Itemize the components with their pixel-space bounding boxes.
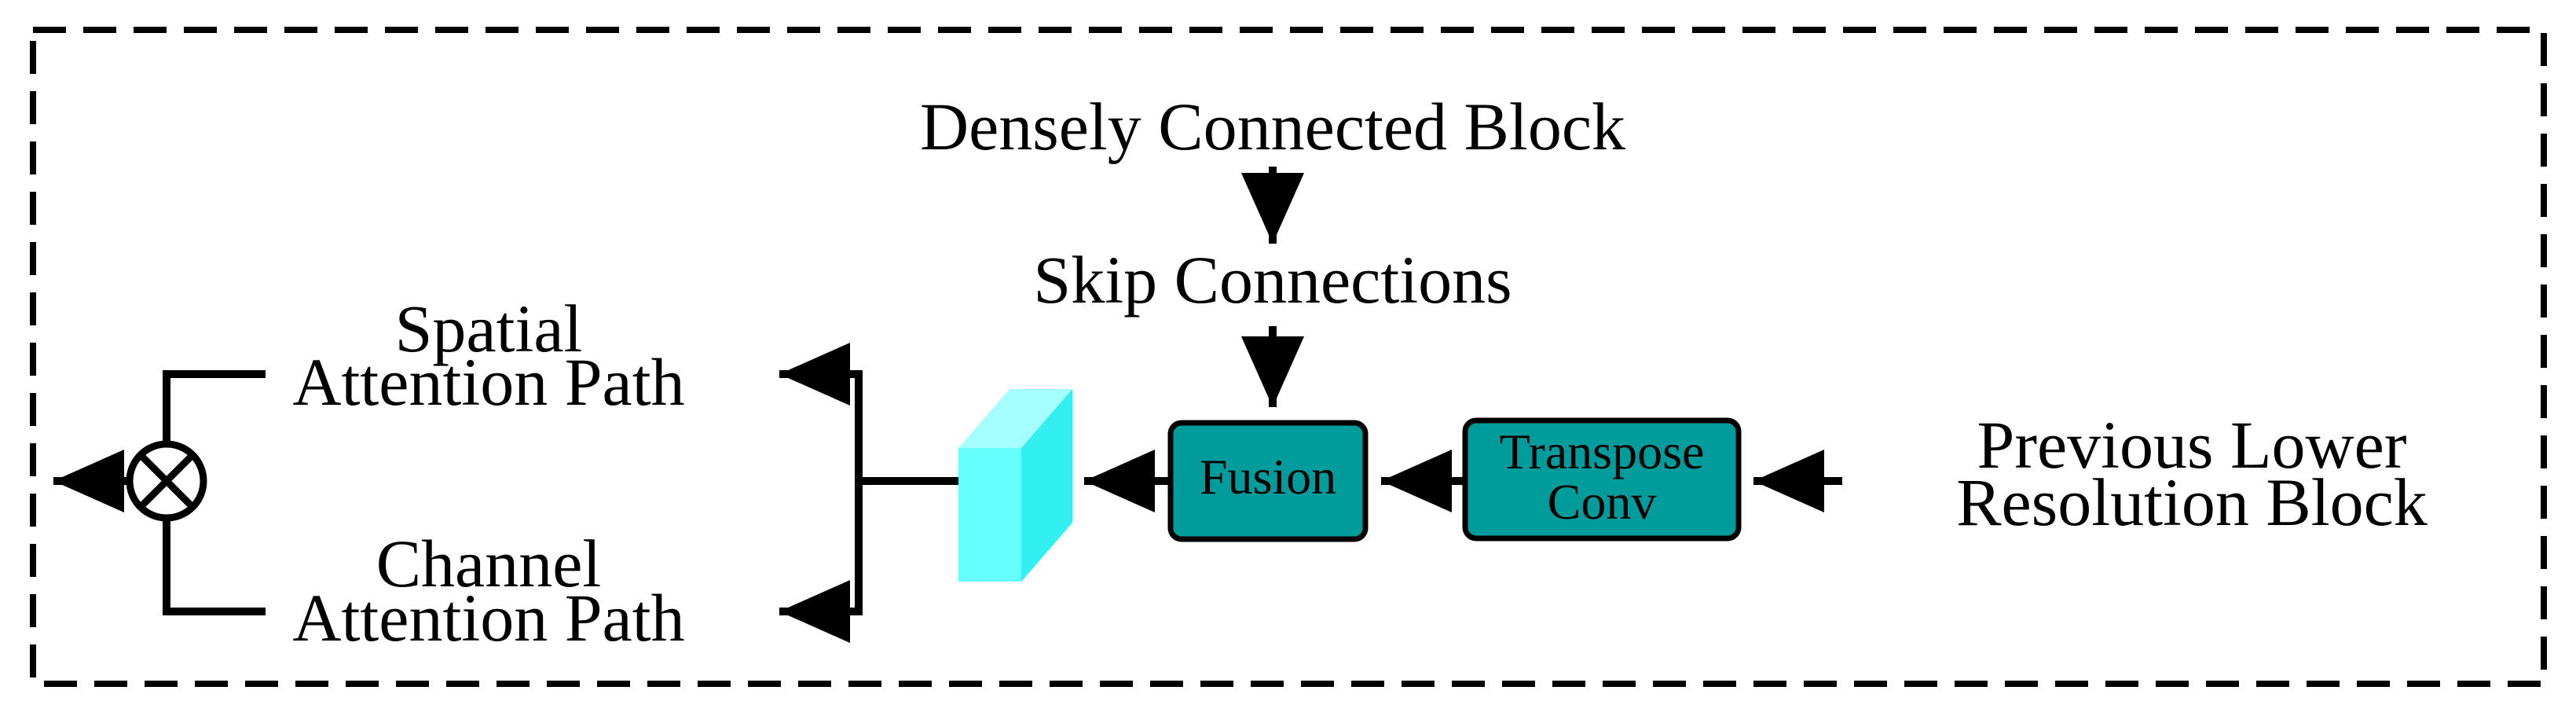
- transpose-conv-label-line2: Conv: [1548, 474, 1657, 530]
- densely-connected-block-label: Densely Connected Block: [920, 89, 1625, 164]
- channel-path-label-line2: Attention Path: [292, 580, 684, 655]
- previous-block-label-line1: Previous Lower: [1977, 407, 2407, 483]
- circle-times-icon: [126, 440, 207, 522]
- feature-map-icon: [958, 389, 1072, 582]
- transpose-conv-label-line1: Transpose: [1500, 424, 1705, 479]
- spatial-path-label-line2: Attention Path: [292, 344, 684, 420]
- previous-block-label-line2: Resolution Block: [1956, 464, 2428, 540]
- channel-path-label-line1: Channel: [376, 526, 602, 601]
- fusion-label: Fusion: [1200, 449, 1336, 505]
- skip-connections-label: Skip Connections: [1033, 242, 1512, 318]
- dashed-frame: [30, 27, 2547, 687]
- spatial-path-label-line1: Spatial: [395, 291, 583, 366]
